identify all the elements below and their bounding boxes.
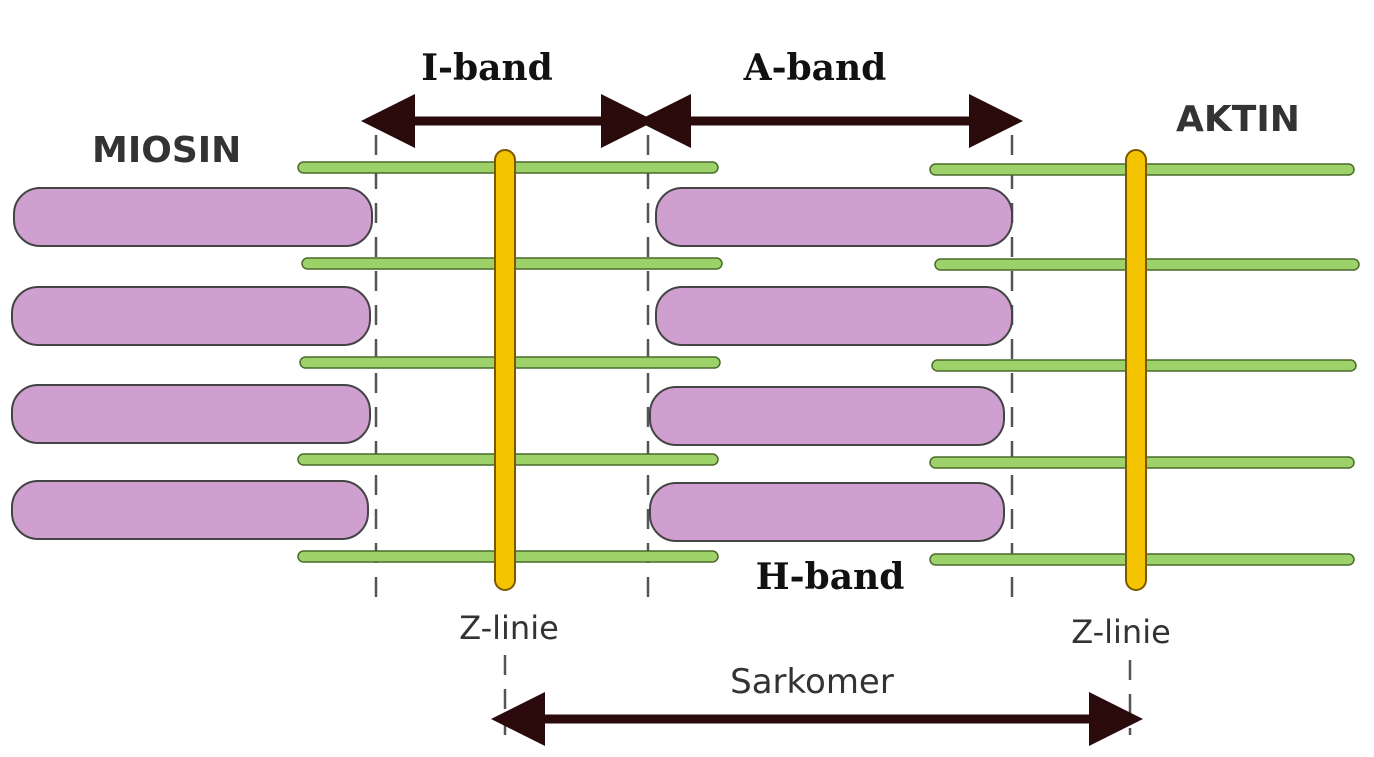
myosin-filament	[13, 187, 373, 247]
sarcomere-label: Sarkomer	[730, 662, 894, 702]
a-band-label: A-band	[743, 47, 887, 89]
myosin-filament	[655, 187, 1013, 247]
h-band-label: H-band	[756, 556, 905, 598]
z-line-left	[494, 149, 516, 591]
z-line-right-label: Z-linie	[1071, 613, 1171, 651]
z-line-right	[1125, 149, 1147, 591]
measurement-arrows	[361, 94, 1143, 746]
myosin-filament	[649, 482, 1005, 542]
i-band-label: I-band	[421, 47, 553, 89]
myosin-filament	[11, 480, 369, 540]
z-line-left-label: Z-linie	[459, 609, 559, 647]
z-lines	[494, 149, 1147, 591]
myosin-filament	[11, 384, 371, 444]
myosin-filaments	[11, 187, 1013, 542]
myosin-filament	[11, 286, 371, 346]
myosin-filament	[655, 286, 1013, 346]
myosin-filament	[649, 386, 1005, 446]
miosin-label: MIOSIN	[92, 130, 241, 171]
aktin-label: AKTIN	[1176, 99, 1300, 140]
